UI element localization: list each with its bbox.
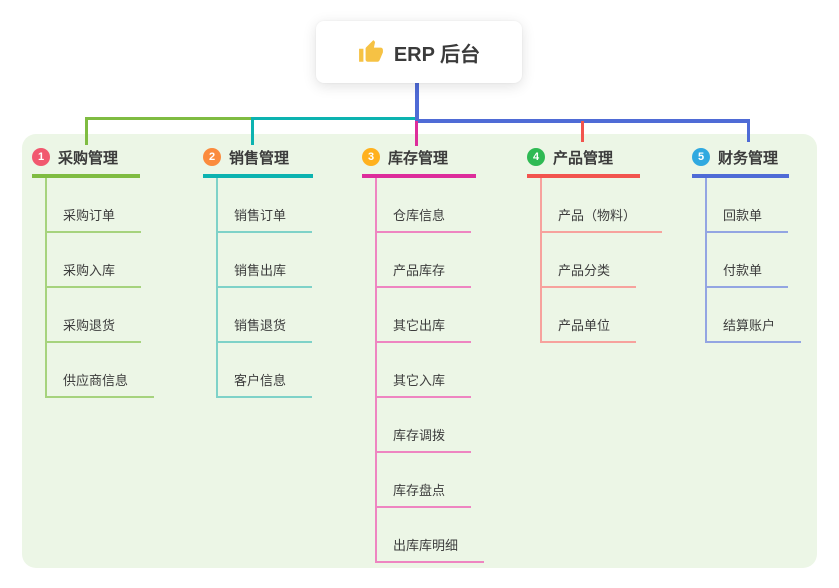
connector-root-vertical	[415, 83, 419, 121]
child-node[interactable]: 产品（物料）	[542, 178, 663, 233]
child-node[interactable]: 供应商信息	[47, 343, 155, 398]
child-node[interactable]: 采购入库	[47, 233, 142, 288]
branch-title: 销售管理	[229, 149, 290, 167]
branch-heading-sales[interactable]: 2 销售管理	[203, 148, 313, 178]
branch-title: 库存管理	[388, 149, 449, 167]
child-node[interactable]: 产品单位	[542, 288, 637, 343]
root-node[interactable]: ERP 后台	[316, 21, 522, 83]
root-title: ERP 后台	[393, 43, 481, 66]
branch-node-purchase[interactable]: 1 采购管理采购订单采购入库采购退货供应商信息	[32, 148, 155, 398]
connector-drop-inventory	[415, 121, 418, 146]
branch-children-purchase: 采购订单采购入库采购退货供应商信息	[45, 178, 155, 398]
child-node[interactable]: 库存调拨	[377, 398, 472, 453]
branch-number-badge: 3	[362, 148, 380, 166]
branch-node-finance[interactable]: 5 财务管理回款单付款单结算账户	[692, 148, 802, 343]
branch-number-badge: 1	[32, 148, 50, 166]
thumbs-up-icon	[358, 39, 384, 65]
branch-title: 财务管理	[718, 149, 779, 167]
connector-drop-purchase	[85, 117, 88, 145]
child-node[interactable]: 出库库明细	[377, 508, 485, 563]
connector-drop-sales	[251, 117, 254, 145]
connector-drop-finance	[747, 121, 750, 142]
child-node[interactable]: 销售订单	[218, 178, 313, 233]
map-background-panel	[22, 134, 817, 568]
child-node[interactable]: 销售出库	[218, 233, 313, 288]
branch-children-inventory: 仓库信息产品库存其它出库其它入库库存调拨库存盘点出库库明细	[375, 178, 485, 563]
child-node[interactable]: 付款单	[707, 233, 789, 288]
child-node[interactable]: 其它入库	[377, 343, 472, 398]
connector-horizontal-sales	[252, 117, 417, 120]
child-node[interactable]: 其它出库	[377, 288, 472, 343]
child-node[interactable]: 产品库存	[377, 233, 472, 288]
child-node[interactable]: 产品分类	[542, 233, 637, 288]
child-node[interactable]: 库存盘点	[377, 453, 472, 508]
branch-node-inventory[interactable]: 3 库存管理仓库信息产品库存其它出库其它入库库存调拨库存盘点出库库明细	[362, 148, 485, 563]
branch-number-badge: 5	[692, 148, 710, 166]
child-node[interactable]: 采购退货	[47, 288, 142, 343]
connector-drop-product	[581, 121, 584, 142]
branch-heading-finance[interactable]: 5 财务管理	[692, 148, 789, 178]
branch-heading-product[interactable]: 4 产品管理	[527, 148, 640, 178]
branch-title: 采购管理	[58, 149, 119, 167]
child-node[interactable]: 回款单	[707, 178, 789, 233]
child-node[interactable]: 结算账户	[707, 288, 802, 343]
branch-number-badge: 2	[203, 148, 221, 166]
child-node[interactable]: 仓库信息	[377, 178, 472, 233]
branch-number-badge: 4	[527, 148, 545, 166]
branch-children-finance: 回款单付款单结算账户	[705, 178, 802, 343]
branch-node-sales[interactable]: 2 销售管理销售订单销售出库销售退货客户信息	[203, 148, 313, 398]
child-node[interactable]: 客户信息	[218, 343, 313, 398]
connector-horizontal-purchase	[85, 117, 252, 120]
branch-heading-inventory[interactable]: 3 库存管理	[362, 148, 476, 178]
branch-heading-purchase[interactable]: 1 采购管理	[32, 148, 140, 178]
branch-node-product[interactable]: 4 产品管理产品（物料）产品分类产品单位	[527, 148, 663, 343]
child-node[interactable]: 采购订单	[47, 178, 142, 233]
child-node[interactable]: 销售退货	[218, 288, 313, 343]
branch-children-sales: 销售订单销售出库销售退货客户信息	[216, 178, 313, 398]
branch-children-product: 产品（物料）产品分类产品单位	[540, 178, 663, 343]
branch-title: 产品管理	[553, 149, 614, 167]
thumbs-up-path	[358, 40, 383, 62]
